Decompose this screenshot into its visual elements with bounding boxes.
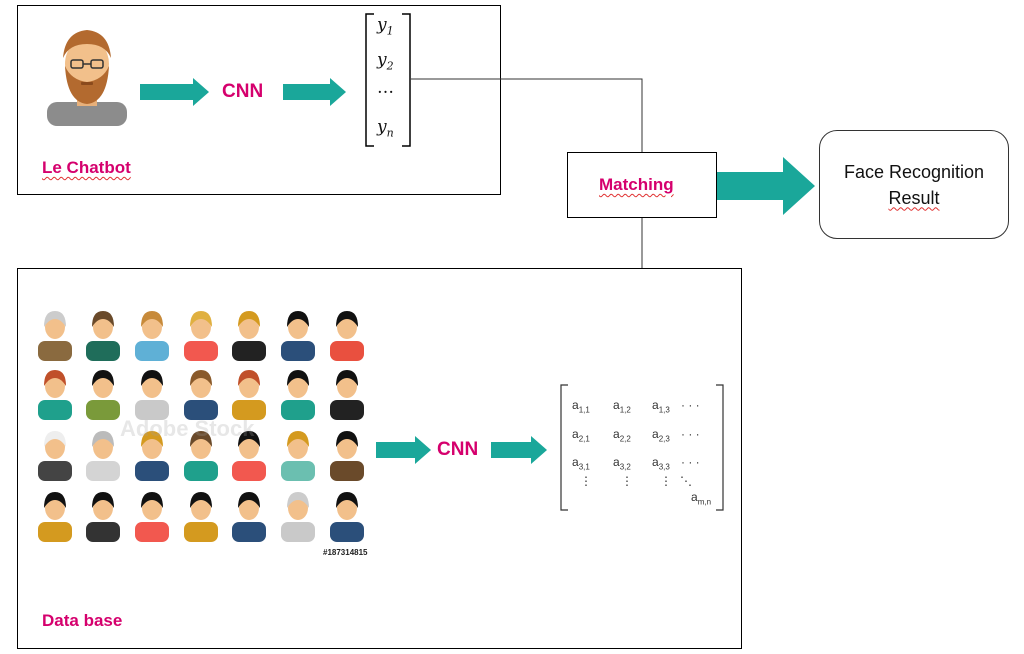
database-face-icon bbox=[330, 311, 364, 361]
result-line-1: Face Recognition bbox=[843, 161, 985, 182]
arrow-icon bbox=[491, 436, 547, 464]
database-face-icon bbox=[86, 431, 120, 481]
matrix-a13: a1,3 bbox=[652, 398, 670, 415]
database-face-icon bbox=[281, 431, 315, 481]
matching-box bbox=[567, 152, 717, 218]
database-face-icon bbox=[135, 311, 169, 361]
matrix-dots-r1: · · · bbox=[681, 398, 700, 412]
matrix-a12: a1,2 bbox=[613, 398, 631, 415]
matrix-a23: a2,3 bbox=[652, 427, 670, 444]
cnn-label-top: CNN bbox=[222, 81, 264, 102]
arrow-icon bbox=[701, 157, 815, 215]
matrix-a21: a2,1 bbox=[572, 427, 590, 444]
matrix-dots-r3: · · · bbox=[681, 455, 700, 469]
database-face-icon bbox=[135, 431, 169, 481]
matrix-amn: am,n bbox=[691, 490, 712, 507]
database-face-icon bbox=[86, 370, 120, 420]
matrix-vdots-c3: ⋮ bbox=[660, 474, 672, 488]
matrix-vdots-c1: ⋮ bbox=[580, 474, 592, 488]
database-face-icon bbox=[184, 311, 218, 361]
vector-yn: yn bbox=[377, 117, 394, 140]
matrix-a31: a3,1 bbox=[572, 455, 590, 472]
vector-y1: y1 bbox=[377, 15, 394, 38]
matrix-a33: a3,3 bbox=[652, 455, 670, 472]
database-face-icon bbox=[232, 431, 266, 481]
stock-watermark: Adobe Stock bbox=[120, 416, 255, 441]
database-face-icon bbox=[330, 492, 364, 542]
database-face-icon bbox=[232, 311, 266, 361]
user-avatar-icon bbox=[47, 30, 127, 126]
database-label: Data base bbox=[42, 611, 123, 630]
arrow-icon bbox=[140, 78, 209, 106]
matrix-a22: a2,2 bbox=[613, 427, 631, 444]
database-face-icon bbox=[38, 311, 72, 361]
chatbot-label: Le Chatbot bbox=[42, 158, 131, 177]
database-face-icon bbox=[135, 492, 169, 542]
matrix-ddots: ⋱ bbox=[680, 474, 692, 488]
matrix-a11: a1,1 bbox=[572, 398, 590, 415]
vector-y2: y2 bbox=[377, 50, 394, 73]
database-face-icon bbox=[86, 492, 120, 542]
database-face-icon bbox=[38, 492, 72, 542]
database-face-icon bbox=[135, 370, 169, 420]
database-face-icon bbox=[184, 370, 218, 420]
face-recognition-result-box: Face Recognition Result bbox=[819, 130, 1009, 239]
database-face-icon bbox=[86, 311, 120, 361]
database-face-icon bbox=[38, 370, 72, 420]
database-face-icon bbox=[38, 431, 72, 481]
database-face-icon bbox=[184, 431, 218, 481]
database-face-icon bbox=[281, 311, 315, 361]
vector-dots: … bbox=[377, 78, 394, 98]
result-line-2: Result bbox=[888, 187, 940, 208]
database-face-icon bbox=[330, 370, 364, 420]
database-panel bbox=[17, 268, 742, 649]
database-face-icon bbox=[184, 492, 218, 542]
arrow-icon bbox=[376, 436, 431, 464]
matrix-a32: a3,2 bbox=[613, 455, 631, 472]
database-face-icon bbox=[232, 370, 266, 420]
database-face-icon bbox=[330, 431, 364, 481]
database-face-icon bbox=[281, 370, 315, 420]
database-face-icon bbox=[232, 492, 266, 542]
matrix-vdots-c2: ⋮ bbox=[621, 474, 633, 488]
stock-id: #187314815 bbox=[323, 548, 368, 557]
cnn-label-bottom: CNN bbox=[437, 439, 479, 460]
matching-label: Matching bbox=[599, 175, 674, 194]
database-face-icon bbox=[281, 492, 315, 542]
arrow-icon bbox=[283, 78, 346, 106]
matrix-dots-r2: · · · bbox=[681, 427, 700, 441]
